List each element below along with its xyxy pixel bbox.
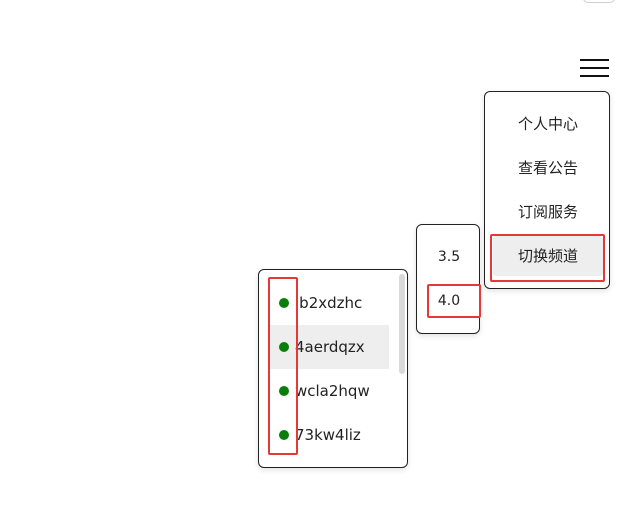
channel-list-submenu: lb2xdzhc 4aerdqzx wcla2hqw 73kw4liz [258, 269, 408, 468]
menu-item-subscription[interactable]: 订阅服务 [517, 203, 578, 221]
menu-item-switch-channel[interactable]: 切换频道 [493, 236, 603, 276]
channel-item-label: 4aerdqzx [295, 338, 365, 356]
hamburger-menu-icon[interactable] [579, 58, 611, 80]
version-submenu: 3.5 4.0 [416, 224, 480, 334]
hamburger-line [580, 59, 609, 61]
status-dot-icon [279, 430, 289, 440]
channel-item[interactable]: lb2xdzhc [269, 281, 389, 325]
top-corner-element [583, 0, 615, 3]
channel-item-label: 73kw4liz [295, 426, 361, 444]
menu-item-personal-center[interactable]: 个人中心 [517, 115, 578, 133]
status-dot-icon [279, 298, 289, 308]
menu-item-view-announcements[interactable]: 查看公告 [517, 159, 578, 177]
hamburger-line [580, 67, 609, 69]
channel-item-label: wcla2hqw [295, 382, 370, 400]
status-dot-icon [279, 386, 289, 396]
main-menu-dropdown: 个人中心 查看公告 订阅服务 切换频道 [484, 91, 610, 289]
version-option-3-5[interactable]: 3.5 [437, 249, 461, 265]
version-option-4-0[interactable]: 4.0 [437, 293, 461, 309]
channel-item[interactable]: 4aerdqzx [269, 325, 389, 369]
channel-item[interactable]: wcla2hqw [269, 369, 389, 413]
channel-item-label: lb2xdzhc [295, 294, 363, 312]
status-dot-icon [279, 342, 289, 352]
list-scrollbar-thumb[interactable] [399, 274, 405, 374]
channel-item[interactable]: 73kw4liz [269, 413, 389, 457]
hamburger-line [580, 75, 609, 77]
